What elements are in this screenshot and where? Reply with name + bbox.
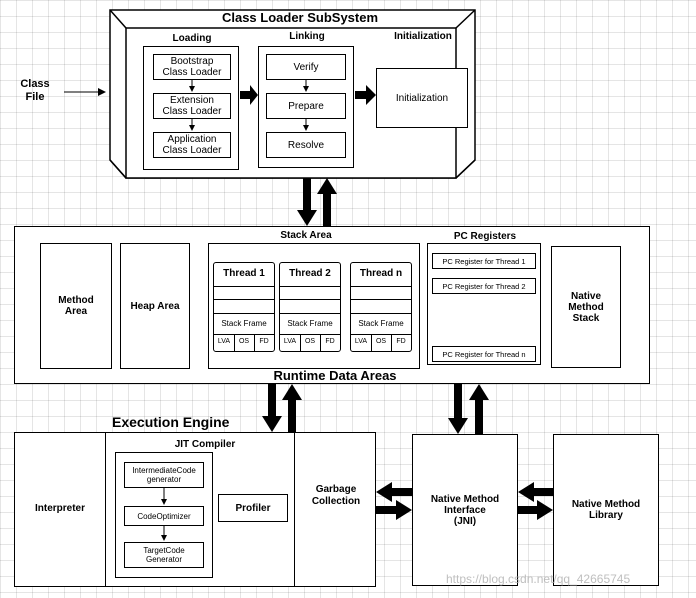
runtime-data-areas-title: Runtime Data Areas — [273, 368, 397, 383]
execution-engine-title: Execution Engine — [112, 414, 230, 430]
heap-area: Heap Area — [120, 243, 190, 369]
target-code-generator: TargetCode Generator — [124, 542, 204, 568]
resolve-label: Resolve — [287, 139, 325, 151]
native-method-stack-label: Native Method Stack — [568, 290, 604, 324]
thread-2-fd: FD — [325, 338, 335, 345]
thread-2-label: Thread 2 — [289, 268, 331, 279]
runtime-to-exec-down-arrow — [262, 384, 282, 432]
interpreter-label: Interpreter — [34, 503, 85, 514]
thread-2-os: OS — [304, 338, 316, 345]
thread-1-label: Thread 1 — [223, 268, 265, 279]
method-area: Method Area — [40, 243, 112, 369]
loading-label: Loading — [172, 33, 212, 44]
jit-compiler-label: JIT Compiler — [174, 439, 236, 450]
jni-to-exec-left-arrow — [376, 482, 412, 502]
pc-register-thread-2: PC Register for Thread 2 — [432, 278, 536, 294]
prepare-label: Prepare — [288, 100, 324, 112]
pc-register-thread-1: PC Register for Thread 1 — [432, 253, 536, 269]
method-area-label: Method Area — [58, 295, 94, 317]
application-class-loader-label: Application Class Loader — [162, 134, 222, 156]
thread-2-stack-frame: Stack Frame — [287, 319, 333, 328]
thread-1-stack-frame: Stack Frame — [221, 319, 267, 328]
garbage-collection-label: Garbage Collection — [311, 484, 361, 507]
thread-n-stack-frame: Stack Frame — [358, 319, 404, 328]
thread-n-lva: LVA — [354, 338, 368, 345]
native-method-stack: Native Method Stack — [551, 246, 621, 368]
loading-to-linking-arrow — [240, 85, 258, 105]
native-method-library: Native Method Library — [553, 434, 659, 586]
intermediate-code-generator: IntermediateCode generator — [124, 462, 204, 488]
class-file-label: Class File — [20, 78, 50, 103]
loader-to-runtime-down-arrow — [297, 178, 317, 226]
library-to-jni-left-arrow — [518, 482, 553, 502]
thread-1-fd: FD — [259, 338, 269, 345]
pc-register-thread-n: PC Register for Thread n — [432, 346, 536, 362]
profiler-box: Profiler — [218, 494, 288, 522]
intermediate-code-generator-label: IntermediateCode generator — [132, 465, 196, 484]
jni-to-runtime-up-arrow — [469, 384, 489, 434]
jni-to-library-right-arrow — [518, 500, 553, 520]
pc-registers-label: PC Registers — [453, 231, 517, 242]
thread-n-label: Thread n — [359, 268, 403, 279]
thread-2-lva: LVA — [283, 338, 297, 345]
profiler-label: Profiler — [235, 502, 271, 514]
target-code-generator-label: TargetCode Generator — [143, 545, 185, 564]
thread-n-os: OS — [375, 338, 387, 345]
runtime-to-jni-down-arrow — [448, 384, 468, 434]
exec-to-runtime-up-arrow — [282, 384, 302, 432]
thread-1-os: OS — [238, 338, 250, 345]
initialization-label: Initialization — [394, 31, 452, 42]
thread-2: Thread 2 Stack Frame LVA OS FD — [279, 262, 341, 352]
interpreter-box — [14, 432, 106, 587]
verify-box: Verify — [266, 54, 346, 80]
linking-to-init-arrow — [355, 85, 376, 105]
application-class-loader: Application Class Loader — [153, 132, 231, 158]
native-method-library-label: Native Method Library — [571, 499, 641, 521]
class-loader-title: Class Loader SubSystem — [221, 10, 379, 25]
thread-n: Thread n Stack Frame LVA OS FD — [350, 262, 412, 352]
heap-area-label: Heap Area — [130, 300, 180, 312]
extension-class-loader: Extension Class Loader — [153, 93, 231, 119]
prepare-box: Prepare — [266, 93, 346, 119]
exec-to-jni-right-arrow — [376, 500, 412, 520]
code-optimizer-label: CodeOptimizer — [137, 511, 191, 521]
thread-1: Thread 1 Stack Frame LVA OS FD — [213, 262, 275, 352]
resolve-box: Resolve — [266, 132, 346, 158]
thread-1-lva: LVA — [217, 338, 231, 345]
runtime-to-loader-up-arrow — [317, 178, 337, 226]
initialization-box-label: Initialization — [395, 92, 449, 104]
bootstrap-class-loader: Bootstrap Class Loader — [153, 54, 231, 80]
watermark: https://blog.csdn.net/qq_42665745 — [446, 572, 631, 586]
stack-area-label: Stack Area — [280, 230, 332, 241]
native-method-interface: Native Method Interface (JNI) — [412, 434, 518, 586]
code-optimizer: CodeOptimizer — [124, 506, 204, 526]
thread-n-fd: FD — [396, 338, 406, 345]
verify-label: Verify — [293, 61, 319, 73]
extension-class-loader-label: Extension Class Loader — [162, 95, 222, 117]
native-method-interface-label: Native Method Interface (JNI) — [430, 493, 500, 527]
linking-label: Linking — [289, 31, 325, 42]
initialization-box: Initialization — [376, 68, 468, 128]
bootstrap-class-loader-label: Bootstrap Class Loader — [162, 56, 222, 78]
